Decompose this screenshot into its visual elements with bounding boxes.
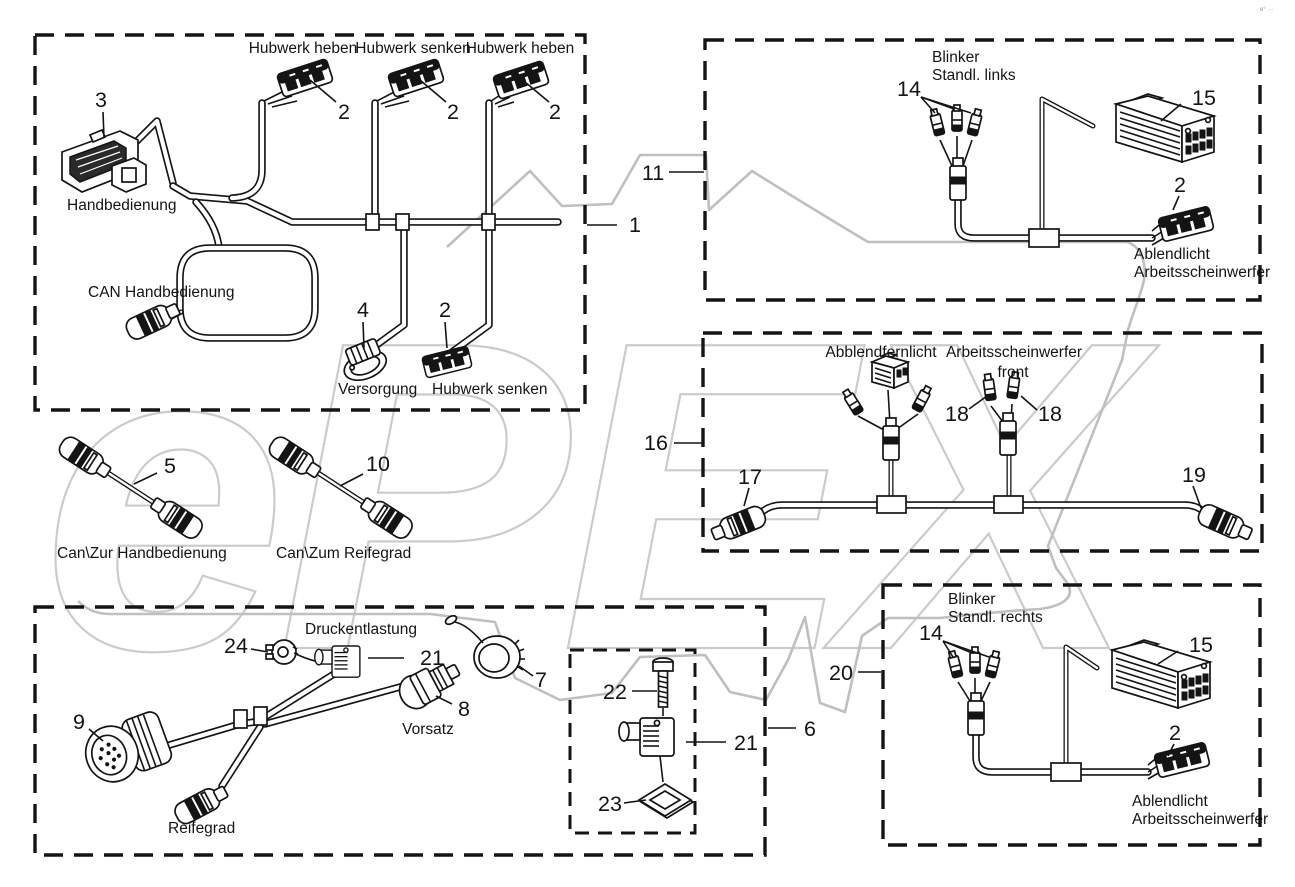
- callout-14-right: 14: [919, 621, 943, 645]
- callout-1: 1: [629, 213, 641, 237]
- callout-8: 8: [458, 697, 470, 721]
- connector-hubwerk-heben-2: [491, 59, 551, 101]
- callout-2b: 2: [447, 100, 459, 124]
- label-versorgung: Versorgung: [338, 381, 417, 398]
- callout-9: 9: [73, 710, 85, 734]
- label-reifegrad: Reifegrad: [168, 820, 235, 837]
- label-ablendlicht-right-2: Arbeitsscheinwerfer: [1132, 811, 1268, 828]
- box20-art: [945, 639, 1212, 782]
- connector-2-left: [1156, 205, 1216, 243]
- main-harness-box: [33, 33, 587, 412]
- callout-7: 7: [535, 668, 547, 692]
- callout-17: 17: [738, 465, 762, 489]
- label-can-handbedienung: CAN Handbedienung: [88, 284, 235, 301]
- callout-10: 10: [366, 452, 390, 476]
- label-hubwerk-heben-2: Hubwerk heben: [466, 40, 575, 57]
- callout-21a: 21: [420, 646, 444, 670]
- label-ablendlicht-left-2: Arbeitsscheinwerfer: [1134, 264, 1270, 281]
- label-arbeitsscheinwerfer: Arbeitsscheinwerfer: [946, 344, 1082, 361]
- callout-2c: 2: [549, 100, 561, 124]
- connector-2-right: [1152, 741, 1212, 779]
- label-blinker-links-1: Blinker: [932, 49, 979, 66]
- label-hubwerk-senken-top: Hubwerk senken: [355, 40, 470, 57]
- callout-15-left: 15: [1192, 86, 1216, 110]
- callout-6: 6: [804, 717, 816, 741]
- callout-18-left: 18: [945, 402, 969, 426]
- label-druckentlastung: Druckentlastung: [305, 621, 417, 638]
- label-ablendlicht-left-1: Ablendlicht: [1134, 246, 1211, 263]
- label-blinker-links-2: Standl. links: [932, 67, 1016, 84]
- box16-art: [708, 352, 1256, 546]
- callout-23: 23: [598, 792, 622, 816]
- connector-19: [1194, 501, 1256, 546]
- label-front: front: [997, 364, 1029, 381]
- label-blinker-rechts-1: Blinker: [948, 591, 995, 608]
- callout-21b: 21: [734, 731, 758, 755]
- callout-11: 11: [642, 161, 664, 185]
- cable-5-art: [55, 432, 207, 543]
- label-hubwerk-senken-bottom: Hubwerk senken: [432, 381, 547, 398]
- callout-lines: [88, 79, 1202, 804]
- callout-24: 24: [224, 634, 248, 658]
- box6-art: [618, 657, 694, 819]
- label-vorsatz: Vorsatz: [402, 721, 454, 738]
- box-11: [703, 38, 1262, 302]
- terminal-14-a: [927, 107, 946, 137]
- callout-2-left: 2: [1174, 173, 1186, 197]
- callout-14-left: 14: [897, 77, 921, 101]
- box11-art: [927, 93, 1216, 248]
- corner-mark: e° ···: [1260, 7, 1273, 13]
- cable-10-art: [265, 432, 417, 543]
- callout-2d: 2: [439, 298, 451, 322]
- label-abblendfernlicht: Abblendfernlicht: [825, 344, 937, 361]
- handbedienung-remote: [61, 128, 147, 193]
- callout-16: 16: [644, 431, 668, 455]
- callout-4: 4: [357, 298, 369, 322]
- label-hubwerk-heben-1: Hubwerk heben: [249, 40, 358, 57]
- callout-20: 20: [829, 661, 853, 685]
- callout-19: 19: [1182, 463, 1206, 487]
- label-can-zum-reifegrad: Can\Zum Reifegrad: [276, 545, 411, 562]
- label-ablendlicht-right-1: Ablendlicht: [1132, 793, 1209, 810]
- gasket-23: [638, 783, 694, 819]
- callout-2a: 2: [338, 100, 350, 124]
- box-16: [701, 331, 1264, 553]
- callout-22: 22: [603, 680, 627, 704]
- bottom-box-art: [77, 613, 526, 828]
- callout-5: 5: [164, 454, 176, 478]
- box-20: [881, 583, 1262, 847]
- connector-hubwerk-senken-top: [386, 57, 446, 99]
- callout-18-right: 18: [1038, 402, 1062, 426]
- valve-21-part: [618, 717, 675, 757]
- main-harness-art: [61, 57, 562, 387]
- callout-3: 3: [95, 88, 107, 112]
- label-can-zur-handbedienung: Can\Zur Handbedienung: [57, 545, 227, 562]
- label-handbedienung: Handbedienung: [67, 197, 176, 214]
- bottom-left-box: [33, 605, 767, 857]
- callout-2-right: 2: [1169, 721, 1181, 745]
- callout-15-right: 15: [1189, 633, 1213, 657]
- label-blinker-rechts-2: Standl. rechts: [948, 609, 1043, 626]
